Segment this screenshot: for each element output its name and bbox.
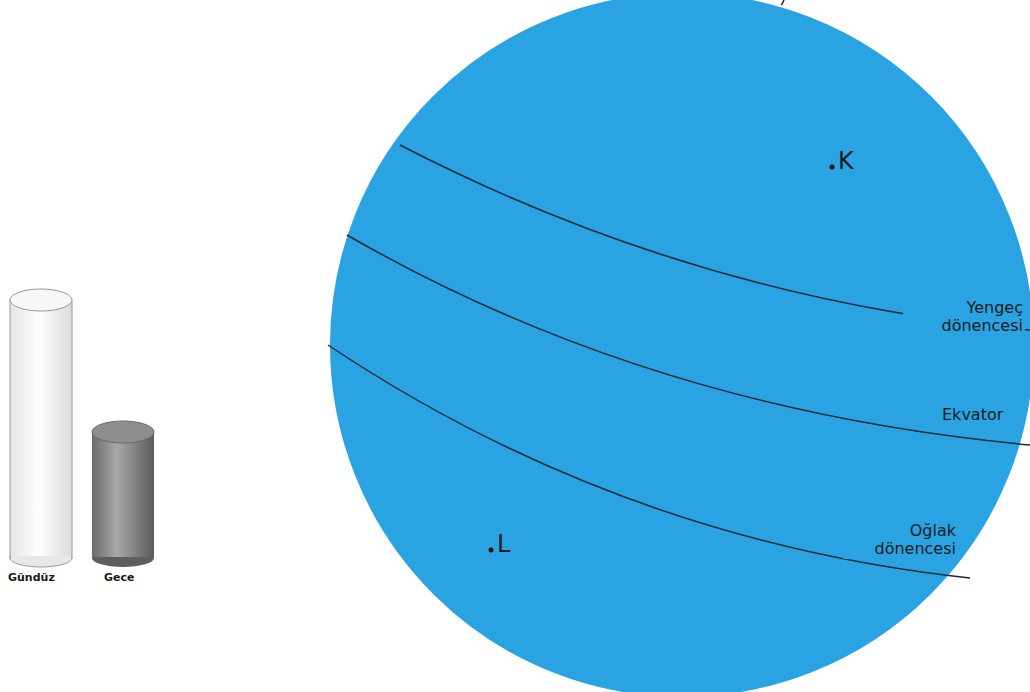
night-cylinder	[92, 432, 154, 558]
day-cylinder	[10, 300, 72, 558]
tropic-capricorn-line	[328, 345, 970, 578]
equator-line	[347, 235, 1030, 445]
bar-label: Gece	[104, 572, 134, 585]
latitude-label: Yengeç dönencesi	[903, 299, 1025, 336]
point-label: L	[497, 531, 510, 559]
point-dot	[830, 165, 835, 170]
globe	[329, 0, 1030, 692]
day-cylinder	[10, 289, 72, 311]
bar-label: Gündüz	[8, 572, 55, 585]
latitude-label: Ekvator	[940, 406, 1005, 424]
point-dot	[489, 548, 494, 553]
night-cylinder	[92, 421, 154, 443]
latitude-label: Oğlak dönencesi	[842, 522, 958, 559]
point-label: K	[838, 148, 854, 176]
